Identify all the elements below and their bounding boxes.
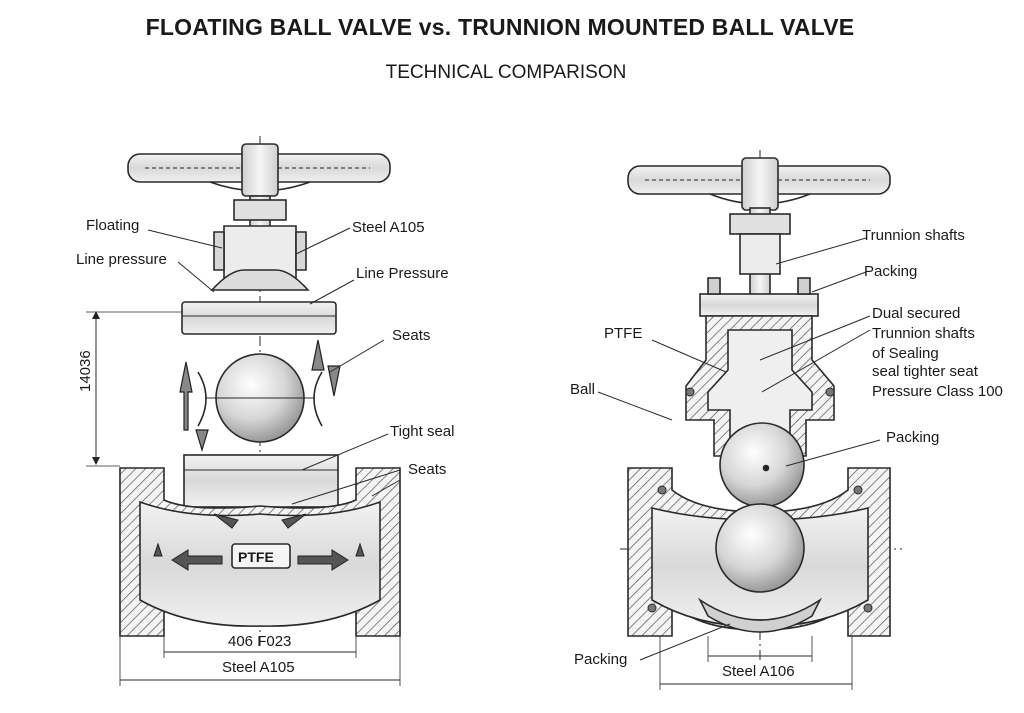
flow-arrow-icon <box>179 339 341 453</box>
label-right-dim-bottom: Steel A106 <box>722 663 795 680</box>
label-trunnion-shafts: Trunnion shafts <box>862 227 965 244</box>
label-ptfe: PTFE <box>238 549 274 565</box>
page-subtitle: TECHNICAL COMPARISON <box>385 62 627 83</box>
label-block-3: of Sealing <box>872 345 939 362</box>
label-ball: Ball <box>570 381 595 398</box>
label-block-2: Trunnion shafts <box>872 325 975 342</box>
left-top-flange <box>181 301 337 335</box>
handwheel-icon <box>627 157 891 211</box>
label-line-pressure-2: Line Pressure <box>356 265 449 282</box>
label-block-4: seal tighter seat <box>872 363 979 380</box>
label-dim-top: 406 F023 <box>228 633 291 650</box>
label-floating: Floating <box>86 217 139 234</box>
right-valve <box>597 150 902 690</box>
left-valve <box>86 136 401 686</box>
label-packing-3: Packing <box>574 651 627 668</box>
handwheel-icon <box>127 143 391 197</box>
label-packing-2: Packing <box>886 429 939 446</box>
left-seat-ring <box>183 454 339 508</box>
page-title: FLOATING BALL VALVE vs. TRUNNION MOUNTED… <box>145 14 855 40</box>
right-labels: Trunnion shafts Packing PTFE Dual secure… <box>570 227 1003 680</box>
ball-icon <box>715 503 805 593</box>
label-block-5: Pressure Class 100 <box>872 383 1003 400</box>
label-ptfe-right: PTFE <box>604 325 642 342</box>
label-packing: Packing <box>864 263 917 280</box>
label-tight-seal: Tight seal <box>390 423 454 440</box>
label-steel-a105: Steel A105 <box>352 219 425 236</box>
left-labels: Floating Line pressure Steel A105 Line P… <box>76 217 454 676</box>
left-ptfe-label-box <box>231 543 291 569</box>
label-height-dim: 14036 <box>77 350 94 392</box>
label-seats-2: Seats <box>408 461 446 478</box>
right-bonnet-flange <box>699 293 819 317</box>
label-block-1: Dual secured <box>872 305 960 322</box>
label-line-pressure: Line pressure <box>76 251 167 268</box>
left-bonnet <box>210 269 310 291</box>
label-seats: Seats <box>392 327 430 344</box>
label-dim-bottom: Steel A105 <box>222 659 295 676</box>
left-gland-nut <box>233 199 287 221</box>
